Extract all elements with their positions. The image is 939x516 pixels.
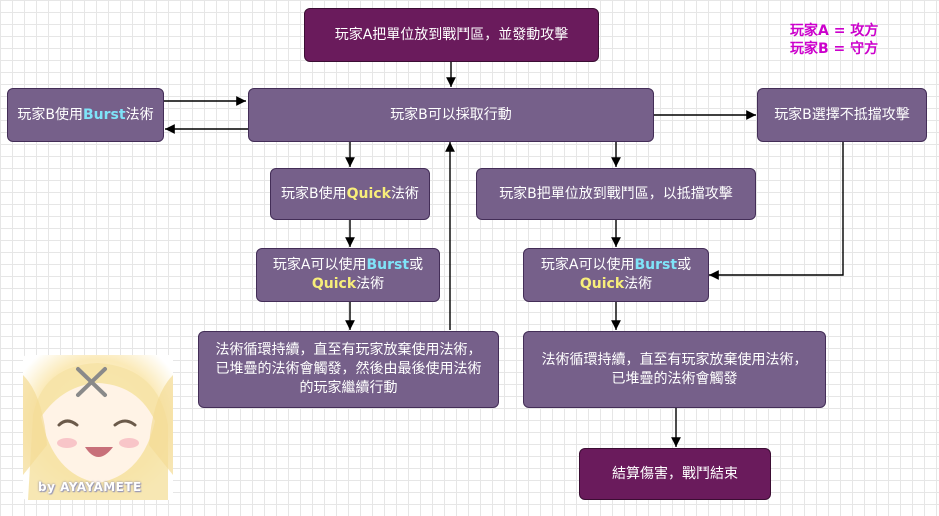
node-no-block: 玩家B選擇不抵擋攻擊 — [757, 88, 927, 142]
node-a-can-left-pre: 玩家A可以使用 — [272, 257, 367, 273]
edge-no-block-to-a-can-right — [709, 142, 844, 280]
node-burst-label: 玩家B使用Burst法術 — [17, 106, 153, 125]
node-loop-right-label: 法術循環持續，直至有玩家放棄使用法術，已堆疊的法術會觸發 — [541, 351, 808, 387]
keyword-quick: Quick — [579, 276, 625, 292]
node-burst-post: 法術 — [125, 106, 154, 123]
keyword-burst: Burst — [366, 257, 410, 273]
node-end-label: 結算傷害，戰鬥結束 — [612, 465, 738, 482]
node-loop-left: 法術循環持續，直至有玩家放棄使用法術，已堆疊的法術會觸發，然後由最後使用法術的玩… — [198, 331, 499, 408]
node-loop-right: 法術循環持續，直至有玩家放棄使用法術，已堆疊的法術會觸發 — [523, 331, 826, 408]
node-b-action-label: 玩家B可以採取行動 — [390, 106, 512, 123]
legend-defender: 玩家B = 守方 — [790, 41, 879, 57]
node-loop-left-label: 法術循環持續，直至有玩家放棄使用法術，已堆疊的法術會觸發，然後由最後使用法術的玩… — [215, 342, 482, 396]
node-a-can-right-pre: 玩家A可以使用 — [540, 257, 635, 273]
node-a-can-right-label: 玩家A可以使用Burst或 Quick法術 — [541, 256, 691, 294]
keyword-quick: Quick — [346, 185, 391, 202]
node-a-can-left-mid: 或 — [409, 257, 424, 273]
node-a-can-right-mid: 或 — [677, 257, 692, 273]
node-quick-pre: 玩家B使用 — [281, 185, 347, 202]
node-a-can-left-post: 法術 — [356, 276, 385, 292]
node-a-can-left-label: 玩家A可以使用Burst或 Quick法術 — [273, 256, 423, 294]
node-attack: 玩家A把單位放到戰鬥區，並發動攻擊 — [304, 8, 599, 62]
keyword-burst: Burst — [83, 106, 126, 123]
node-a-can-right-post: 法術 — [624, 276, 653, 292]
node-burst-pre: 玩家B使用 — [17, 106, 84, 123]
node-quick-post: 法術 — [390, 185, 419, 202]
node-quick-label: 玩家B使用Quick法術 — [281, 185, 419, 204]
keyword-quick: Quick — [311, 276, 357, 292]
legend: 玩家A = 攻方 玩家B = 守方 — [790, 22, 878, 58]
node-no-block-label: 玩家B選擇不抵擋攻擊 — [774, 106, 910, 123]
node-burst: 玩家B使用Burst法術 — [7, 88, 164, 142]
node-block-label: 玩家B把單位放到戰鬥區，以抵擋攻擊 — [499, 185, 733, 202]
node-a-can-right: 玩家A可以使用Burst或 Quick法術 — [523, 248, 709, 302]
credit-watermark: by AYAYAMETE — [38, 480, 142, 494]
node-block: 玩家B把單位放到戰鬥區，以抵擋攻擊 — [476, 168, 756, 220]
node-attack-label: 玩家A把單位放到戰鬥區，並發動攻擊 — [334, 26, 569, 43]
node-end: 結算傷害，戰鬥結束 — [579, 448, 771, 500]
avatar-illustration — [23, 355, 173, 500]
legend-attacker: 玩家A = 攻方 — [790, 23, 879, 39]
keyword-burst: Burst — [634, 257, 678, 273]
avatar — [23, 355, 173, 500]
node-quick: 玩家B使用Quick法術 — [270, 168, 430, 220]
node-b-action: 玩家B可以採取行動 — [248, 88, 654, 142]
node-a-can-left: 玩家A可以使用Burst或 Quick法術 — [256, 248, 440, 302]
